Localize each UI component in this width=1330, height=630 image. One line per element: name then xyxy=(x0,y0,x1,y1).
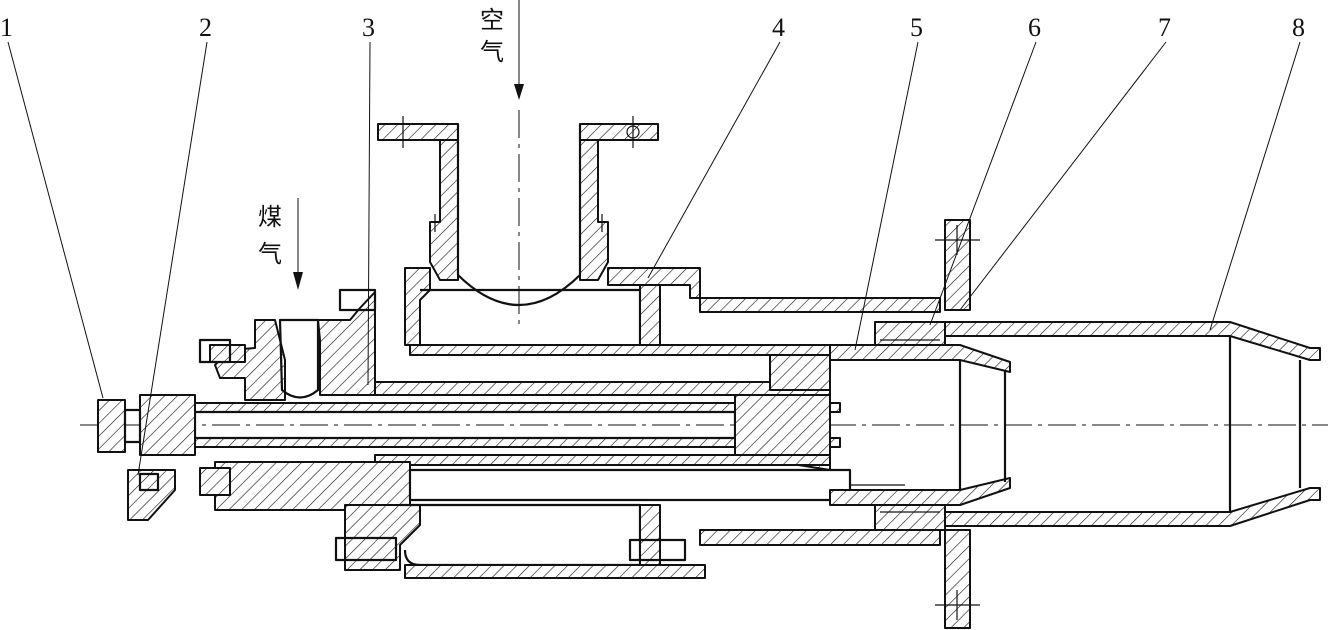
gas-flow-arrow xyxy=(293,198,303,290)
gas-inlet-body xyxy=(209,291,376,401)
air-label-top: 空 xyxy=(480,6,504,34)
leader-lines xyxy=(7,41,1301,476)
ignition-rod xyxy=(199,461,905,511)
air-inlet-pipe xyxy=(456,124,582,306)
lower-chamber xyxy=(344,503,941,579)
central-gas-tube xyxy=(193,384,841,471)
mounting-flange xyxy=(935,219,980,629)
part-number-1: 1 xyxy=(0,13,13,42)
air-label-bottom: 气 xyxy=(480,38,504,66)
gas-label-bottom: 气 xyxy=(258,240,282,268)
bolts xyxy=(198,288,687,562)
burner-outlet-tube xyxy=(944,321,1321,527)
air-plenum xyxy=(404,267,941,346)
part-number-2: 2 xyxy=(199,13,212,42)
air-inlet-flange xyxy=(377,116,659,281)
part-number-4: 4 xyxy=(772,13,785,42)
part-number-7: 7 xyxy=(1158,13,1171,42)
part-number-6: 6 xyxy=(1028,13,1041,42)
part-number-5: 5 xyxy=(910,13,923,42)
air-flow-arrow xyxy=(514,0,524,100)
part-number-3: 3 xyxy=(362,13,375,42)
left-end-fitting xyxy=(97,394,196,521)
gas-label-top: 煤 xyxy=(258,203,282,231)
nozzle-cone xyxy=(829,344,1011,506)
part-number-8: 8 xyxy=(1292,13,1305,42)
